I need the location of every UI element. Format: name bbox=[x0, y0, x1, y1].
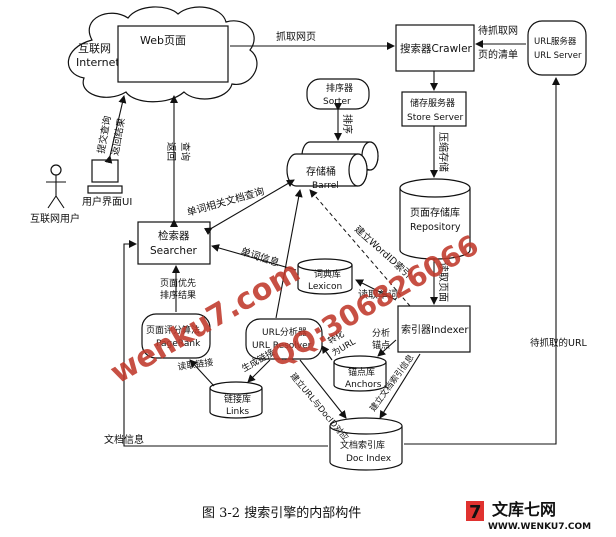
anchors-label-en: Anchors bbox=[345, 380, 382, 390]
label-analyze-2: 锚点 bbox=[372, 339, 390, 351]
pagerank-label-en: PageRank bbox=[156, 339, 201, 349]
anchors-label-cn: 锚点库 bbox=[348, 366, 375, 378]
label-pagerank-result-2: 排序结果 bbox=[160, 289, 196, 301]
monitor-icon bbox=[91, 159, 119, 183]
edge-indexer-to-barrels bbox=[309, 189, 411, 307]
internet-cloud: 互联网 Internet Web页面 bbox=[67, 6, 258, 103]
keyboard-icon bbox=[87, 185, 123, 194]
indexer-label: 索引器Indexer bbox=[401, 323, 469, 336]
user-figure: 互联网用户 bbox=[30, 164, 80, 225]
searcher-label-en: Searcher bbox=[150, 245, 198, 257]
indexer-node: 索引器Indexer bbox=[397, 305, 471, 353]
label-doc-info: 文档信息 bbox=[104, 433, 144, 446]
web-page-label: Web页面 bbox=[140, 34, 186, 47]
edge-resolver-to-barrels bbox=[275, 189, 303, 319]
edge-resolver-to-docindex bbox=[299, 359, 347, 419]
edge-docindex-to-searcher bbox=[123, 240, 328, 447]
label-to-fetch-list-1: 待抓取网 bbox=[478, 24, 518, 37]
links-label-cn: 链接库 bbox=[224, 393, 251, 405]
label-word-doc-query: 单词相关文档查询 bbox=[185, 184, 265, 219]
site-logo: 7 文库七网 WWW.WENKU7.COM bbox=[466, 500, 591, 532]
user-ui-label: 用户界面UI bbox=[82, 195, 132, 208]
anchors-node: 锚点库 Anchors bbox=[333, 355, 387, 392]
url-server-label-en: URL Server bbox=[534, 51, 582, 61]
edge-ui-to-internet bbox=[104, 95, 127, 164]
repository-label-en: Repository bbox=[410, 222, 461, 233]
label-read-links: 读取链接 bbox=[177, 356, 214, 373]
label-analyze-1: 分析 bbox=[372, 327, 390, 339]
edge-lexicon-to-searcher bbox=[211, 244, 297, 271]
label-to-fetch-list-2: 页的清单 bbox=[478, 48, 518, 61]
edge-indexer-to-anchors bbox=[377, 339, 397, 357]
internet-label-cn: 互联网 bbox=[78, 42, 111, 55]
edge-indexer-to-docindex bbox=[379, 353, 421, 419]
edge-resolver-to-links bbox=[247, 359, 271, 383]
logo-mark: 7 bbox=[469, 502, 482, 523]
figure-caption: 图 3-2 搜索引擎的内部构件 bbox=[202, 505, 361, 521]
user-label: 互联网用户 bbox=[30, 212, 80, 225]
lexicon-label-en: Lexicon bbox=[308, 282, 342, 292]
pagerank-node: 页面评分算法 PageRank bbox=[141, 313, 211, 359]
logo-text: 文库七网 bbox=[492, 500, 556, 519]
sorter-label-en: Sorter bbox=[323, 97, 351, 107]
url-resolver-label-en: URL Resolver bbox=[252, 341, 312, 351]
label-pagerank-result-1: 页面优先 bbox=[160, 277, 196, 289]
crawler-node: 搜索器Crawler bbox=[395, 24, 475, 72]
links-label-en: Links bbox=[226, 407, 249, 417]
links-node: 链接库 Links bbox=[209, 381, 263, 419]
edge-searcher-barrels bbox=[203, 179, 295, 235]
sorter-node: 排序器 Sorter bbox=[306, 78, 370, 110]
url-resolver-label-cn: URL分析器 bbox=[262, 326, 307, 338]
logo-url: WWW.WENKU7.COM bbox=[488, 522, 591, 532]
pagerank-label-cn: 页面评分算法 bbox=[146, 324, 200, 336]
barrels-label-cn: 存储桶 bbox=[306, 165, 336, 178]
label-sort: 排序 bbox=[341, 114, 354, 134]
label-return: 返回 bbox=[165, 142, 177, 161]
doc-index-label-cn: 文档索引库 bbox=[340, 439, 385, 451]
edges bbox=[104, 40, 560, 447]
searcher-node: 检索器 Searcher bbox=[137, 221, 211, 265]
user-ui: 用户界面UI bbox=[82, 159, 132, 208]
crawler-label: 搜索器Crawler bbox=[400, 42, 473, 55]
user-body-icon bbox=[46, 175, 66, 209]
label-compress-store: 压缩存储 bbox=[437, 132, 450, 172]
doc-index-label-en: Doc Index bbox=[346, 454, 392, 464]
barrels-label-en: Barrel bbox=[312, 181, 339, 191]
web-page-box bbox=[117, 25, 229, 83]
repository-label-cn: 页面存储库 bbox=[410, 206, 460, 219]
internet-label-en: Internet bbox=[76, 56, 120, 69]
url-server-node: URL服务器 URL Server bbox=[527, 20, 587, 76]
barrels-node: 存储桶 Barrel bbox=[286, 141, 379, 191]
searcher-label-cn: 检索器 bbox=[158, 229, 190, 242]
store-server-node: 储存服务器 Store Server bbox=[401, 91, 467, 127]
edge-anchors-to-resolver bbox=[321, 345, 333, 361]
label-fetch-pages: 抓取网页 bbox=[276, 30, 316, 43]
store-server-label-en: Store Server bbox=[407, 113, 463, 123]
store-server-label-cn: 储存服务器 bbox=[410, 97, 455, 109]
label-pending-url: 待抓取的URL bbox=[530, 337, 588, 349]
url-server-label-cn: URL服务器 bbox=[534, 36, 577, 47]
edge-docindex-to-urlserver bbox=[404, 77, 560, 445]
lexicon-label-cn: 词典库 bbox=[314, 268, 341, 280]
label-query: 查询 bbox=[179, 142, 191, 161]
doc-index-node: 文档索引库 Doc Index bbox=[329, 417, 403, 471]
label-read-pages: 读取页面 bbox=[437, 262, 450, 302]
logo-mark-bg bbox=[466, 501, 484, 521]
edge-links-to-pagerank bbox=[189, 359, 215, 387]
lexicon-node: 词典库 Lexicon bbox=[297, 258, 353, 295]
repository-node: 页面存储库 Repository bbox=[399, 178, 471, 260]
edge-indexer-to-lexicon bbox=[355, 279, 397, 301]
label-read-words: 读取单词 bbox=[358, 288, 398, 301]
sorter-label-cn: 排序器 bbox=[326, 82, 353, 94]
user-head-icon bbox=[50, 164, 62, 176]
url-resolver-node: URL分析器 URL Resolver bbox=[245, 318, 323, 360]
